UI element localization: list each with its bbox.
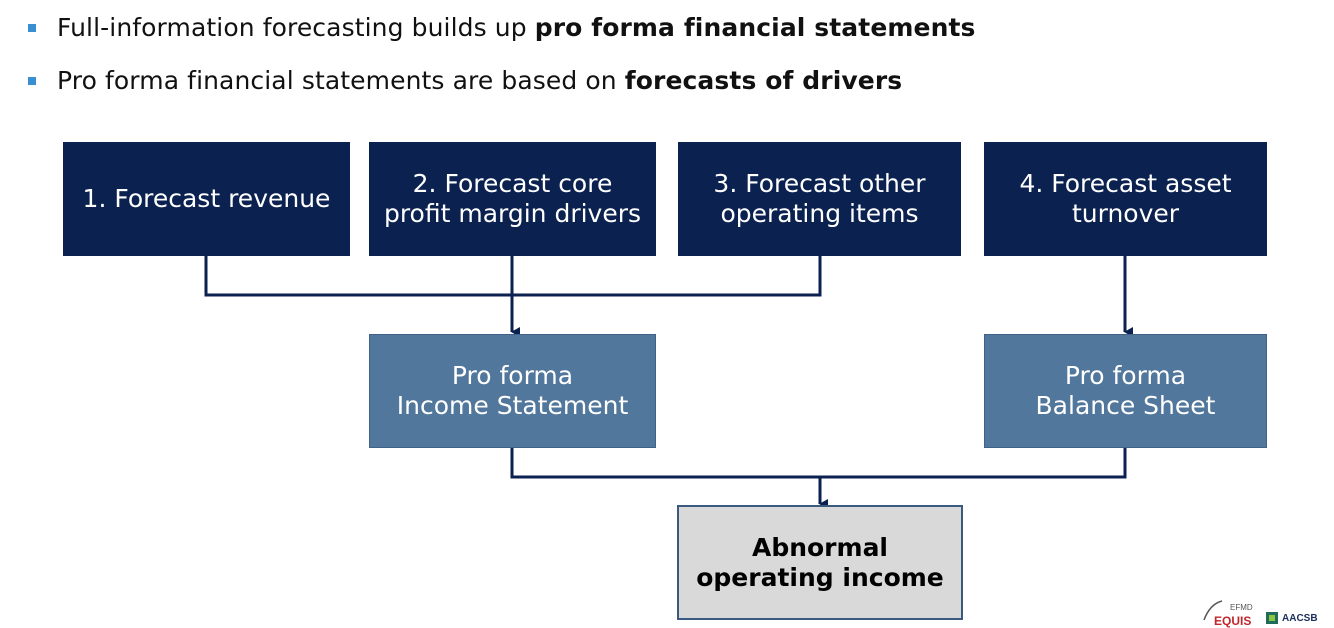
box-forecast-core-profit-line2: profit margin drivers [383, 199, 642, 228]
bullet-2-bold: forecasts of drivers [624, 66, 903, 95]
box-balance-sheet-line1: Pro forma [1064, 361, 1187, 390]
box-income-statement-line1: Pro forma [451, 361, 574, 390]
bullet-1-normal: Full-information forecasting builds up [57, 13, 535, 42]
aacsb-mark-inner-icon [1269, 615, 1275, 621]
box-forecast-other-items-line2: operating items [720, 199, 919, 228]
box-forecast-other-items-line1: 3. Forecast other [713, 169, 926, 198]
box-forecast-asset-turnover-line2: turnover [1071, 199, 1180, 228]
efmd-text: EFMD [1230, 603, 1253, 612]
bullet-square-icon [28, 76, 36, 85]
box-abnormal-line1: Abnormal [751, 532, 889, 562]
equis-swoosh-icon [1203, 600, 1223, 621]
box-balance-sheet-line2: Balance Sheet [1035, 391, 1216, 420]
equis-text: EQUIS [1214, 614, 1252, 628]
box-forecast-revenue: 1. Forecast revenue [63, 142, 350, 256]
bullet-square-icon [28, 23, 36, 32]
bullet-2-text: Pro forma financial statements are based… [57, 66, 902, 95]
box-forecast-revenue-line1: 1. Forecast revenue [82, 184, 331, 213]
aacsb-logo: AACSB [1266, 610, 1334, 624]
box-forecast-other-items: 3. Forecast other operating items [678, 142, 961, 256]
box-balance-sheet: Pro forma Balance Sheet [984, 334, 1267, 448]
equis-logo: EFMD EQUIS [1200, 600, 1260, 628]
bullet-2-normal: Pro forma financial statements are based… [57, 66, 625, 95]
box-income-statement-line2: Income Statement [396, 391, 629, 420]
box-forecast-asset-turnover: 4. Forecast asset turnover [984, 142, 1267, 256]
connector-balance-sheet [820, 448, 1127, 479]
box-forecast-core-profit-line1: 2. Forecast core [412, 169, 613, 198]
box-forecast-core-profit: 2. Forecast core profit margin drivers [369, 142, 656, 256]
bullet-point-2: Pro forma financial statements are based… [28, 66, 902, 95]
bullet-1-bold: pro forma financial statements [534, 13, 976, 42]
box-abnormal-line2: operating income [696, 562, 944, 592]
box-forecast-asset-turnover-line1: 4. Forecast asset [1019, 169, 1232, 198]
box-income-statement: Pro forma Income Statement [369, 334, 656, 448]
bullet-point-1: Full-information forecasting builds up p… [28, 13, 976, 42]
connector-other-items [512, 256, 822, 297]
bullet-1-text: Full-information forecasting builds up p… [57, 13, 976, 42]
connector-revenue [204, 256, 512, 297]
aacsb-text: AACSB [1282, 613, 1318, 624]
connector-income-statement [510, 448, 820, 479]
box-abnormal-operating-income: Abnormal operating income [677, 505, 963, 620]
